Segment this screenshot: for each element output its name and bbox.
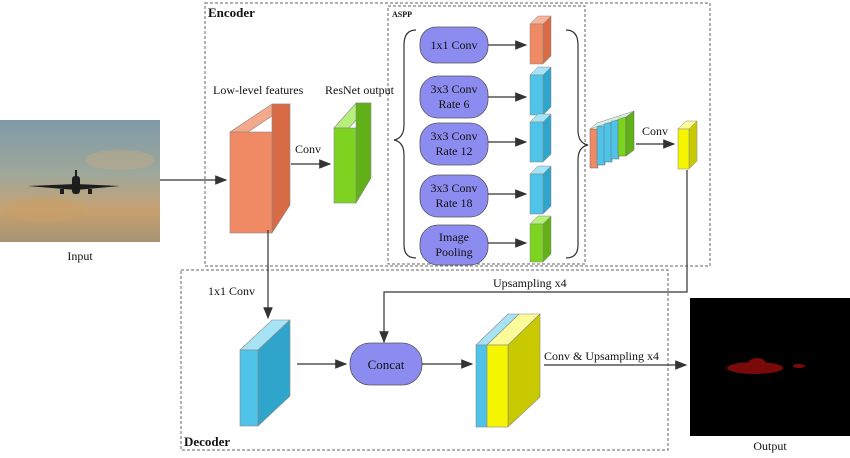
segmentation-mask: [727, 358, 805, 374]
encoder-region: Encoder: [204, 2, 711, 267]
decoder-title: Decoder: [184, 434, 230, 449]
encoder-title: Encoder: [208, 5, 255, 20]
conv-upsampling-label: Conv & Upsampling x4: [544, 349, 659, 363]
aspp-branch-3: 3x3 Conv Rate 12: [419, 113, 552, 166]
right-brace: [565, 29, 589, 259]
conv-label: Conv: [295, 142, 321, 156]
aspp-conv-label: Conv: [642, 124, 668, 138]
aspp-branch-4: 3x3 Conv Rate 18: [419, 165, 552, 218]
low-level-label: Low-level features: [213, 83, 304, 97]
aspp-feature-2: [529, 74, 544, 116]
decoder-lowlevel-block: [239, 319, 291, 427]
aspp-node-5-line1: Image: [439, 230, 469, 244]
output-image: Output: [690, 298, 850, 453]
left-brace: [393, 29, 417, 259]
one-by-one-label: 1x1 Conv: [208, 284, 255, 298]
aspp-feature-4: [529, 173, 544, 215]
aspp-node-4: [419, 174, 489, 218]
resnet-label: ResNet output: [325, 83, 395, 97]
decoder-region: Decoder: [180, 269, 669, 451]
aspp-title: ASPP: [392, 10, 412, 19]
aspp-node-1-label: 1x1 Conv: [430, 38, 477, 52]
airplane-icon: [28, 170, 120, 194]
resnet-output-block: [333, 102, 372, 205]
concat-label: Concat: [368, 357, 405, 372]
aspp-node-5-line2: Pooling: [435, 245, 472, 259]
output-label: Output: [753, 439, 787, 453]
input-label: Input: [67, 249, 93, 263]
aspp-node-2-line2: Rate 6: [439, 97, 470, 111]
arrow-upsampling: [379, 170, 688, 344]
aspp-feature-3: [529, 121, 544, 163]
aspp-branch-5: Image Pooling: [419, 215, 552, 266]
decoder-concat-block: [475, 313, 541, 428]
aspp-node-3: [419, 122, 489, 166]
encoder-output-block: [677, 120, 698, 170]
aspp-node-3-line2: Rate 12: [436, 144, 473, 158]
aspp-node-2-line1: 3x3 Conv: [430, 82, 477, 96]
aspp-node-3-line1: 3x3 Conv: [430, 129, 477, 143]
aspp-node-5: [419, 224, 489, 266]
aspp-region: ASPP: [387, 5, 586, 265]
upsampling-label: Upsampling x4: [493, 276, 567, 290]
aspp-node-4-line1: 3x3 Conv: [430, 181, 477, 195]
aspp-concat-block: [589, 110, 635, 169]
aspp-branch-1: 1x1 Conv: [419, 15, 552, 65]
low-level-features-block: [229, 103, 291, 235]
input-image: Input: [0, 120, 160, 263]
aspp-node-4-line2: Rate 18: [436, 196, 473, 210]
aspp-branch-2: 3x3 Conv Rate 6: [419, 66, 552, 119]
aspp-feature-5: [529, 223, 544, 263]
aspp-feature-1: [529, 23, 544, 65]
